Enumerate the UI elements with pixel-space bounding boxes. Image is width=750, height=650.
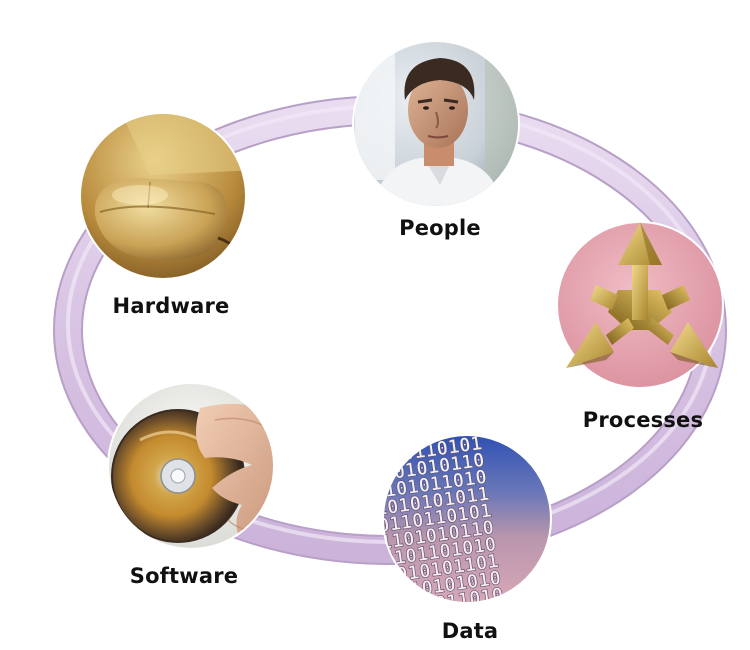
- node-people: [350, 40, 525, 210]
- node-label-software: Software: [130, 564, 239, 588]
- node-data: 0110110101110101011001010110101010101011…: [367, 432, 555, 622]
- node-label-people: People: [399, 216, 481, 240]
- node-label-hardware: Hardware: [113, 294, 230, 318]
- node-label-processes: Processes: [583, 408, 703, 432]
- node-processes: [556, 221, 724, 389]
- node-label-data: Data: [442, 619, 499, 643]
